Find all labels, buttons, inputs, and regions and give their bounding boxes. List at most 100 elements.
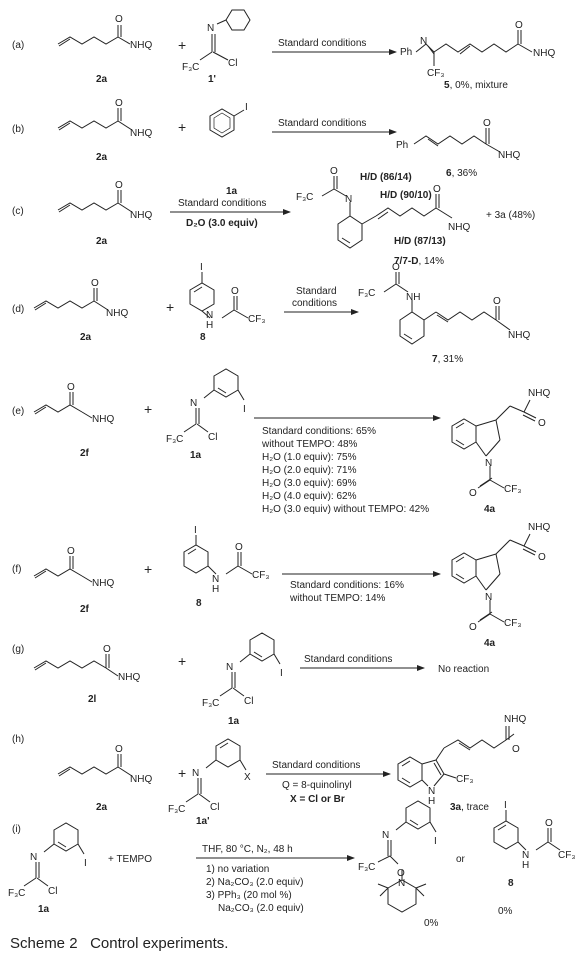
row-e: (e) O NHQ 2f + I N F₃C Cl 1a Standard co…: [12, 368, 550, 515]
atom-cf3: CF₃: [427, 68, 444, 79]
atom-f3c: F₃C: [358, 862, 375, 873]
atom-i: I: [504, 800, 507, 811]
substrate-2a-structure: [57, 754, 133, 777]
atom-n: N: [485, 592, 492, 603]
row-f: (f) O NHQ 2f + I N H O CF₃ 8 Standard co…: [12, 522, 550, 649]
atom-o: O: [483, 118, 491, 129]
label-2l: 2l: [88, 694, 97, 705]
product-7-structure: [321, 176, 453, 249]
atom-nhq: NHQ: [504, 714, 526, 725]
atom-n: N: [30, 852, 37, 863]
label-1a: 1a: [228, 716, 240, 727]
atom-f3c: F₃C: [182, 62, 199, 73]
plus-sign: +: [144, 401, 152, 417]
plus-sign: +: [144, 561, 152, 577]
row-b: (b) O NHQ 2a + I Standard conditions Ph …: [12, 98, 520, 179]
product-4a-structure: [451, 399, 537, 489]
label-2a: 2a: [96, 236, 108, 247]
atom-n: N: [345, 194, 352, 205]
row-h-tag: (h): [12, 734, 24, 745]
conditions-text: Standard conditions: [278, 38, 366, 49]
variation-line: 1) no variation: [206, 864, 269, 875]
conditions-text: Standard conditions: [304, 654, 392, 665]
atom-nhq: NHQ: [508, 330, 530, 341]
atom-o: O: [115, 14, 123, 25]
atom-o: O: [392, 262, 400, 273]
label-8: 8: [200, 332, 206, 343]
substrate-2a-structure: [33, 288, 109, 311]
atom-nhq: NHQ: [130, 40, 152, 51]
label-1a-prime: 1a': [196, 816, 210, 827]
row-h: (h) O NHQ 2a + X N F₃C Cl 1a' Standard c…: [12, 714, 526, 827]
product-4a-structure: [451, 533, 537, 623]
atom-h: H: [428, 796, 435, 807]
atom-i: I: [245, 102, 248, 113]
row-e-tag: (e): [12, 406, 24, 417]
atom-nh: NH: [406, 292, 420, 303]
atom-o: O: [512, 744, 520, 755]
label-4a: 4a: [484, 638, 496, 649]
reagent-1a-structure: [183, 368, 245, 433]
label-2a: 2a: [96, 152, 108, 163]
atom-nhq: NHQ: [118, 672, 140, 683]
substrate-2f-structure: [33, 392, 93, 419]
atom-h: H: [212, 584, 219, 595]
row-c-tag: (c): [12, 206, 24, 217]
hd-label-3: H/D (87/13): [394, 236, 446, 247]
atom-o: O: [115, 744, 123, 755]
hd-label-1: H/D (86/14): [360, 172, 412, 183]
result-line: H₂O (1.0 equiv): 75%: [262, 452, 357, 463]
product-7-caption: 7/7-D, 14%: [394, 256, 444, 267]
atom-cf3: CF₃: [558, 850, 575, 861]
conditions-line-1: Standard: [296, 286, 337, 297]
atom-n: N: [398, 878, 405, 889]
label-4a: 4a: [484, 504, 496, 515]
row-a-tag: (a): [12, 40, 24, 51]
caption-label: Scheme 2: [10, 935, 78, 952]
atom-nhq: NHQ: [448, 222, 470, 233]
atom-o: O: [493, 296, 501, 307]
atom-i: I: [84, 858, 87, 869]
or-text: or: [456, 854, 466, 865]
atom-i: I: [280, 668, 283, 679]
atom-n: N: [428, 786, 435, 797]
variation-line: Na₂CO₃ (2.0 equiv): [218, 903, 304, 914]
atom-o: O: [115, 180, 123, 191]
plus-sign: +: [178, 119, 186, 135]
atom-nhq: NHQ: [130, 774, 152, 785]
atom-cl: Cl: [210, 802, 219, 813]
atom-n: N: [226, 662, 233, 673]
atom-n: N: [212, 574, 219, 585]
additive-text: D₂O (3.0 equiv): [186, 218, 258, 229]
atom-o: O: [515, 20, 523, 31]
row-g: (g) O NHQ 2l + I N F₃C Cl 1a Standard co…: [12, 632, 489, 727]
label-2a: 2a: [96, 74, 108, 85]
product-3a-structure: [397, 726, 515, 788]
label-8: 8: [196, 598, 202, 609]
extra-product-text: + 3a (48%): [486, 210, 535, 221]
atom-o: O: [538, 552, 546, 563]
atom-o: O: [91, 278, 99, 289]
atom-i: I: [200, 262, 203, 273]
atom-o: O: [67, 546, 75, 557]
atom-h: H: [206, 320, 213, 331]
result-line: Standard conditions: 65%: [262, 426, 376, 437]
plus-sign: +: [166, 299, 174, 315]
atom-i: I: [243, 404, 246, 415]
atom-nhq: NHQ: [533, 48, 555, 59]
conditions-text: Standard conditions: [272, 760, 360, 771]
q-definition: Q = 8-quinolinyl: [282, 780, 352, 791]
atom-nhq: NHQ: [92, 414, 114, 425]
reagent-1a-prime-structure: [185, 738, 247, 803]
label-1a: 1a: [38, 904, 50, 915]
atom-nhq: NHQ: [106, 308, 128, 319]
atom-o: O: [397, 868, 405, 879]
caption-text: Control experiments.: [90, 935, 229, 952]
atom-cl: Cl: [48, 886, 57, 897]
atom-n: N: [207, 23, 214, 34]
atom-nhq: NHQ: [130, 128, 152, 139]
row-c: (c) O NHQ 2a 1a Standard conditions D₂O …: [12, 166, 535, 267]
atom-n: N: [192, 768, 199, 779]
conditions-text: THF, 80 °C, N₂, 48 h: [202, 844, 293, 855]
atom-f3c: F₃C: [168, 804, 185, 815]
